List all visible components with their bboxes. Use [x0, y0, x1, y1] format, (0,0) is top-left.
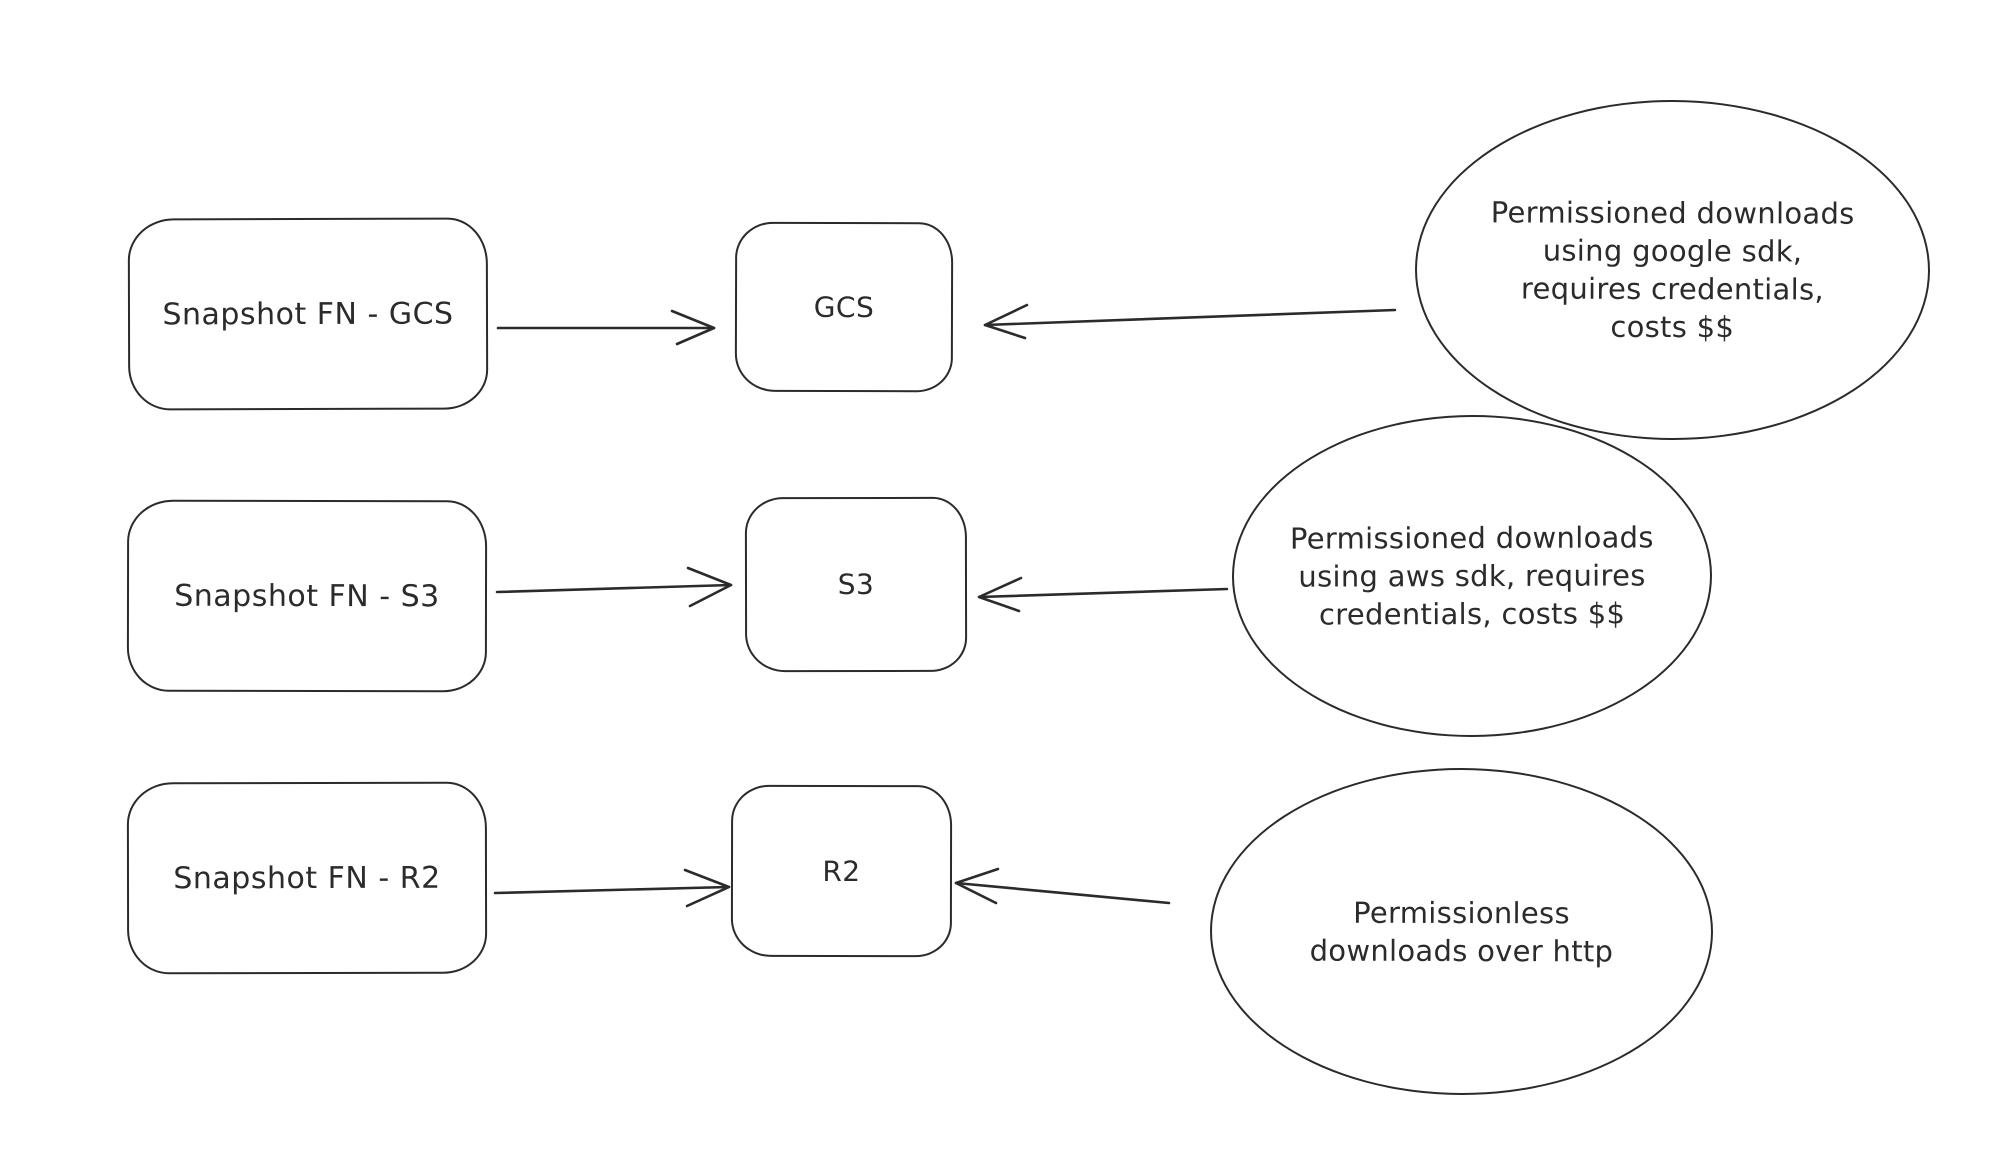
note-r2-line-2: downloads over http — [1309, 933, 1614, 968]
note-gcs-line-4: costs $$ — [1610, 309, 1735, 345]
arrow-snapshot-fn-r2-to-r2 — [493, 868, 731, 908]
note-s3-line-3: credentials, costs $$ — [1318, 596, 1626, 632]
node-snapshot-fn-s3-label: Snapshot FN - S3 — [174, 578, 440, 614]
note-s3-line-1: Permissioned downloads — [1289, 520, 1654, 556]
arrow-snapshot-fn-s3-to-s3 — [495, 566, 733, 608]
note-s3-line-2: using aws sdk, requires — [1298, 558, 1646, 594]
node-gcs: GCS — [734, 221, 954, 393]
note-gcs-ellipse: Permissioned downloads using google sdk,… — [1414, 99, 1931, 441]
node-r2-label: R2 — [822, 854, 861, 888]
node-snapshot-fn-r2-label: Snapshot FN - R2 — [173, 860, 441, 896]
note-s3-ellipse: Permissioned downloads using aws sdk, re… — [1231, 414, 1713, 738]
note-r2-text: Permissionless downloads over http — [1310, 893, 1614, 970]
arrow-note-to-r2 — [954, 867, 1171, 905]
node-r2: R2 — [730, 784, 953, 958]
note-gcs-line-3: requires credentials, — [1520, 271, 1824, 307]
node-snapshot-fn-s3: Snapshot FN - S3 — [126, 499, 488, 693]
node-snapshot-fn-gcs: Snapshot FN - GCS — [127, 217, 489, 411]
note-r2-line-1: Permissionless — [1353, 895, 1570, 930]
note-s3-text: Permissioned downloads using aws sdk, re… — [1290, 518, 1654, 633]
note-gcs-line-2: using google sdk, — [1542, 233, 1803, 269]
node-snapshot-fn-gcs-label: Snapshot FN - GCS — [162, 296, 454, 332]
arrow-snapshot-fn-gcs-to-gcs — [496, 309, 716, 346]
node-s3: S3 — [744, 496, 968, 673]
note-r2-ellipse: Permissionless downloads over http — [1209, 767, 1714, 1096]
node-s3-label: S3 — [837, 567, 875, 602]
arrow-note-to-s3 — [977, 576, 1229, 613]
node-snapshot-fn-r2: Snapshot FN - R2 — [126, 781, 488, 975]
note-gcs-text: Permissioned downloads using google sdk,… — [1490, 193, 1855, 346]
note-gcs-line-1: Permissioned downloads — [1490, 195, 1855, 231]
arrow-note-to-gcs — [983, 303, 1397, 340]
node-gcs-label: GCS — [813, 290, 875, 324]
